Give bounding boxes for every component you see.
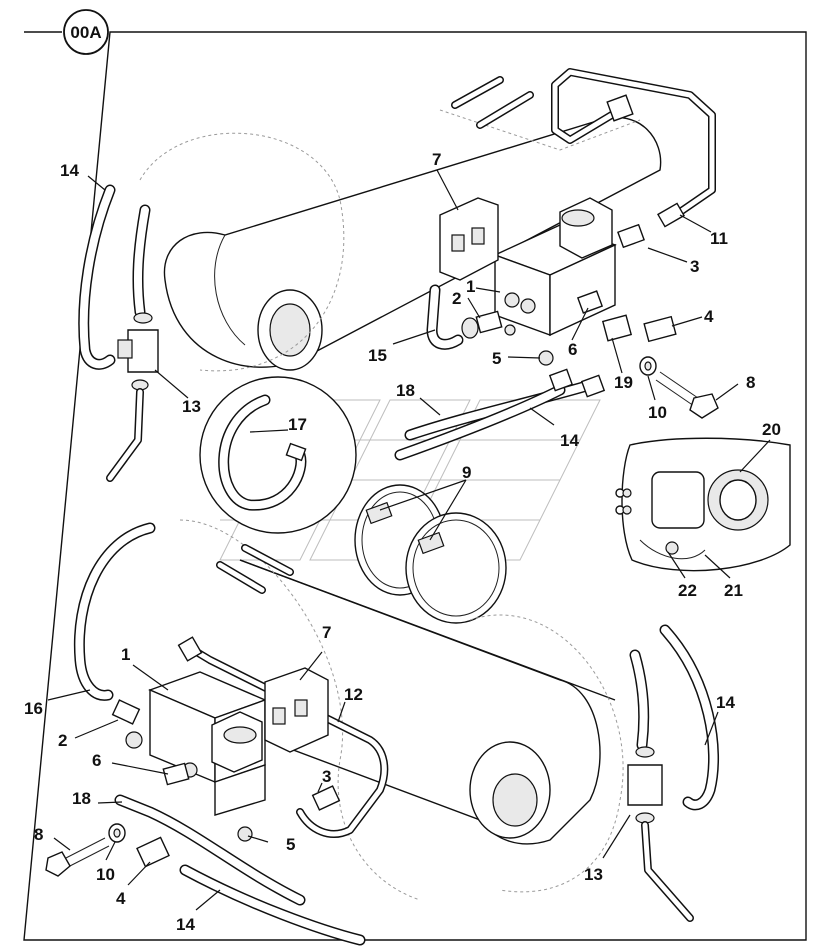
callout-13-right: 13 [584,865,603,884]
bottom-fittings [45,699,341,877]
top-assembly [78,68,791,624]
callout-14-bottom: 14 [176,915,195,934]
top-ghost-outline [139,132,345,372]
pipe-12 [177,636,389,838]
bottom-pipe-stubs [216,544,294,594]
bottom-cylinder [159,559,616,845]
callout-labels: 7 14 1 2 11 3 4 6 15 5 8 13 18 19 10 17 … [24,150,781,934]
diagram-frame [23,31,807,941]
left-hose-set [78,184,159,482]
callout-4-bottom: 4 [116,889,126,908]
callout-2-top: 2 [452,289,461,308]
callout-10-bottom: 10 [96,865,115,884]
bottom-assembly [45,519,720,946]
callout-6-bottom: 6 [92,751,101,770]
callout-7-top: 7 [432,150,441,169]
top-bracket [439,197,499,281]
callout-1-bottom: 1 [121,645,130,664]
detail-circle-17 [199,376,357,534]
callout-14-top-left: 14 [60,161,79,180]
callout-18-bottom: 18 [72,789,91,808]
callout-8-top: 8 [746,373,755,392]
top-valve-block [493,197,617,337]
callout-9: 9 [462,463,471,482]
top-bolt-washer [639,356,719,419]
callout-18-top: 18 [396,381,415,400]
callout-1-top: 1 [466,277,475,296]
diagram-badge: 00A [63,9,109,55]
callout-19: 19 [614,373,633,392]
callout-17: 17 [288,415,307,434]
callout-14-mid: 14 [560,431,579,450]
bottom-ghost-outline-b [469,614,624,893]
hose-clamps-9 [354,484,507,624]
callout-14-right: 14 [716,693,735,712]
bottom-hoses [73,522,366,946]
callout-2-bottom: 2 [58,731,67,750]
hose-15 [426,284,464,350]
callout-15: 15 [368,346,387,365]
callout-5-bottom: 5 [286,835,295,854]
callout-16: 16 [24,699,43,718]
right-hose-set [627,624,720,922]
middle-hoses [394,368,606,461]
callout-3-top: 3 [690,257,699,276]
callout-21: 21 [724,581,743,600]
pipe-11 [551,68,716,228]
callout-7-bottom: 7 [322,623,331,642]
bottom-bracket [264,667,329,753]
detail-panel-20-22 [615,437,791,572]
top-pipe-stubs [451,76,534,129]
callout-4-top: 4 [704,307,714,326]
callout-20: 20 [762,420,781,439]
callout-5-top: 5 [492,349,501,368]
leader-lines [47,169,771,911]
callout-11: 11 [710,229,728,248]
callout-10-top: 10 [648,403,667,422]
svg-text:00A: 00A [70,23,101,42]
top-fittings [461,223,677,366]
bottom-valve-block [125,671,267,816]
callout-13-left: 13 [182,397,201,416]
callout-12: 12 [344,685,363,704]
callout-22: 22 [678,581,697,600]
top-cylinder [163,116,662,371]
callout-8-bottom: 8 [34,825,43,844]
callout-3-bottom: 3 [322,767,331,786]
callout-6-top: 6 [568,340,577,359]
